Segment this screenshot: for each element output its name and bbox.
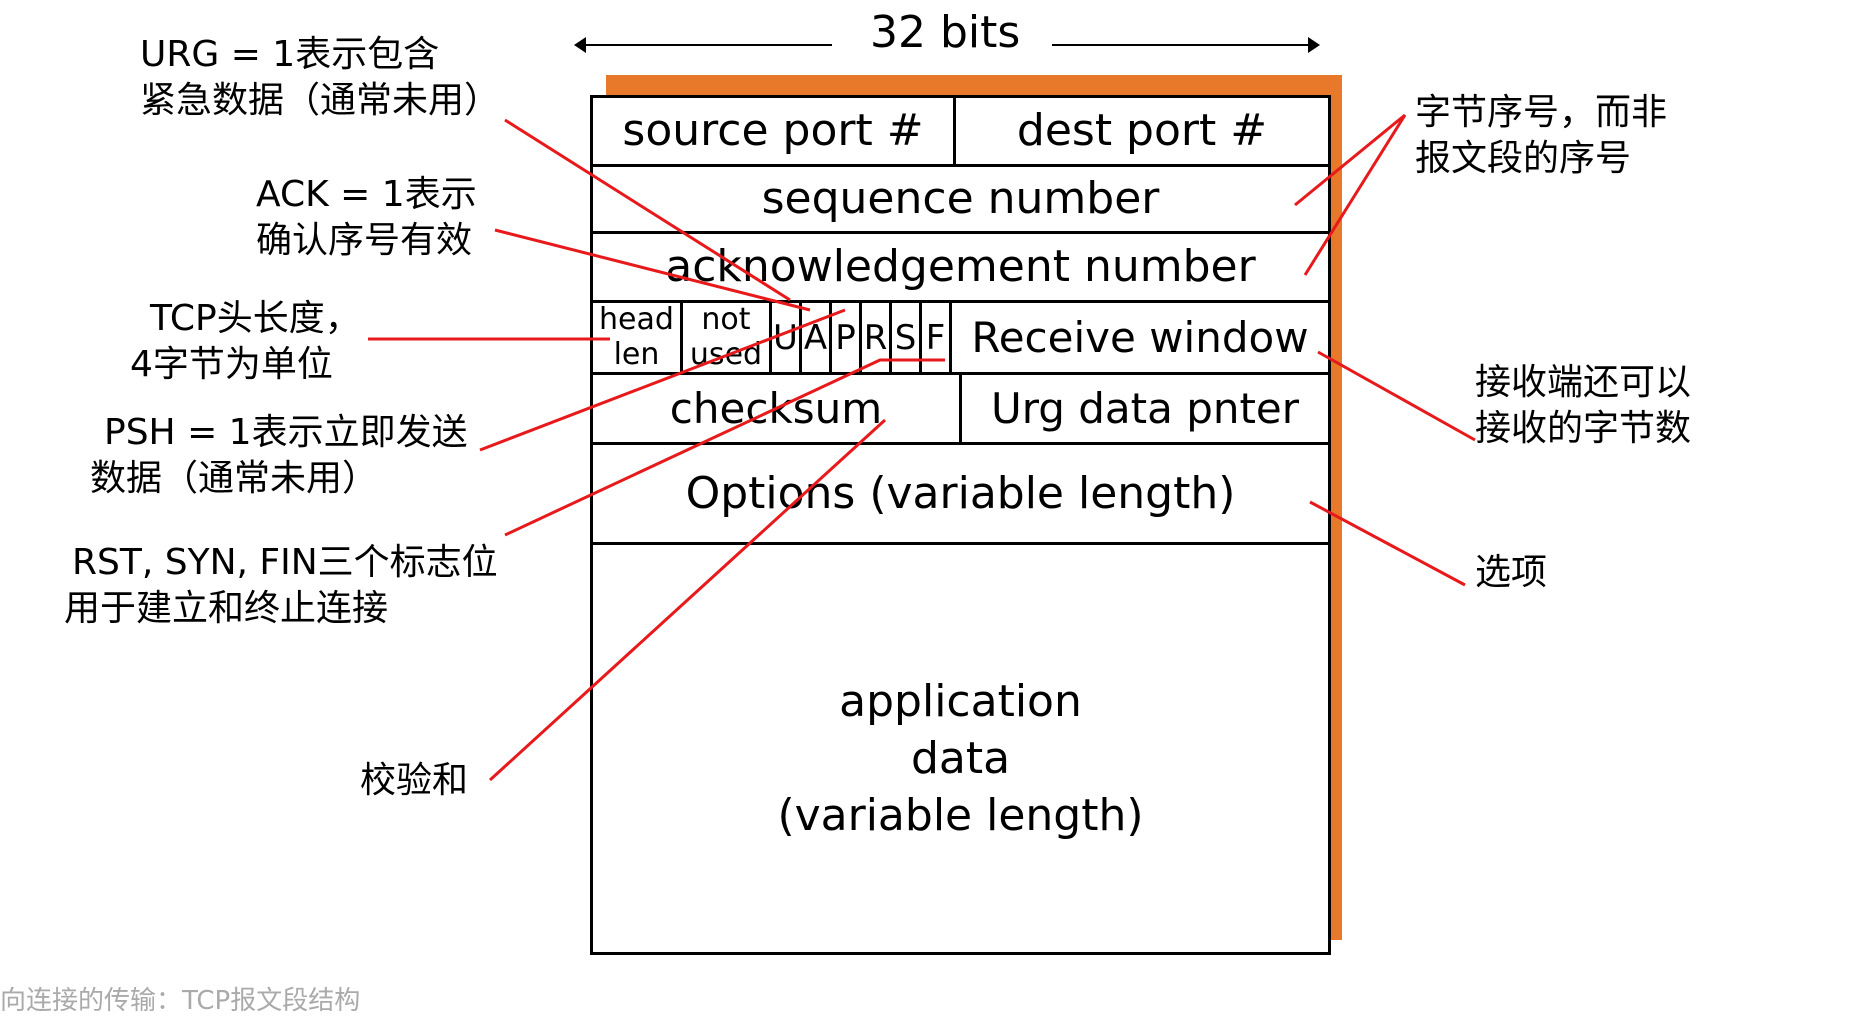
head-len-field: head len bbox=[590, 300, 683, 375]
dest-port-field: dest port # bbox=[953, 95, 1331, 167]
urg-pointer-field: Urg data pnter bbox=[959, 372, 1331, 445]
checksum-pointer-line bbox=[488, 418, 887, 782]
seq-label-1: 字节序号，而非 bbox=[1415, 92, 1668, 133]
urg-label-2: 紧急数据（通常未用） bbox=[140, 80, 501, 121]
application-data-field: application data (variable length) bbox=[590, 542, 1331, 955]
rwnd-label-1: 接收端还可以 bbox=[1475, 362, 1692, 403]
urg-pointer-line bbox=[504, 118, 791, 302]
app-data-line1: application bbox=[839, 675, 1082, 727]
rwnd-pointer-line bbox=[1317, 350, 1476, 442]
app-data-line2: data bbox=[910, 732, 1011, 784]
rsf-label-1: RST, SYN, FIN三个标志位 bbox=[72, 542, 498, 583]
ack-pointer-line bbox=[494, 228, 811, 312]
rwnd-label-2: 接收的字节数 bbox=[1475, 408, 1692, 449]
seq-pointer-line bbox=[1294, 113, 1406, 207]
rsf-pointer-line bbox=[504, 358, 945, 537]
pointer-lines bbox=[368, 113, 1476, 782]
ack-label-1: ACK = 1表示 bbox=[256, 174, 477, 215]
hlen-label-1: TCP头长度， bbox=[150, 298, 361, 339]
options-label: 选项 bbox=[1475, 552, 1548, 593]
slide-caption: 向连接的传输：TCP报文段结构 bbox=[0, 986, 361, 1016]
checksum-label: 校验和 bbox=[360, 760, 469, 801]
ack-number-field: acknowledgement number bbox=[590, 231, 1331, 303]
flag-ack: A bbox=[799, 300, 832, 375]
psh-pointer-line bbox=[479, 308, 846, 452]
seq-label-2: 报文段的序号 bbox=[1415, 138, 1632, 179]
not-used-field: not used bbox=[680, 300, 772, 375]
options-pointer-line bbox=[1309, 500, 1466, 587]
ack-num-pointer-line bbox=[1303, 114, 1407, 276]
urg-label-1: URG = 1表示包含 bbox=[140, 34, 440, 75]
head-len-line1: head bbox=[599, 302, 674, 337]
psh-label-2: 数据（通常未用） bbox=[90, 458, 379, 499]
not-used-line1: not bbox=[701, 302, 751, 337]
receive-window-field: Receive window bbox=[949, 300, 1331, 375]
head-len-line2: len bbox=[613, 336, 660, 372]
tcp-segment: source port # dest port # sequence numbe… bbox=[590, 95, 1331, 955]
sequence-number-field: sequence number bbox=[590, 164, 1331, 234]
psh-label-1: PSH = 1表示立即发送 bbox=[104, 412, 468, 453]
ack-label-2: 确认序号有效 bbox=[256, 220, 473, 261]
options-field: Options (variable length) bbox=[590, 442, 1331, 545]
rsf-label-2: 用于建立和终止连接 bbox=[64, 588, 389, 629]
app-data-line3: (variable length) bbox=[777, 790, 1144, 842]
width-label: 32 bits bbox=[870, 7, 1021, 58]
hlen-label-2: 4字节为单位 bbox=[130, 344, 333, 385]
width-arrow-left bbox=[574, 37, 832, 53]
width-arrow-right bbox=[1052, 37, 1320, 53]
